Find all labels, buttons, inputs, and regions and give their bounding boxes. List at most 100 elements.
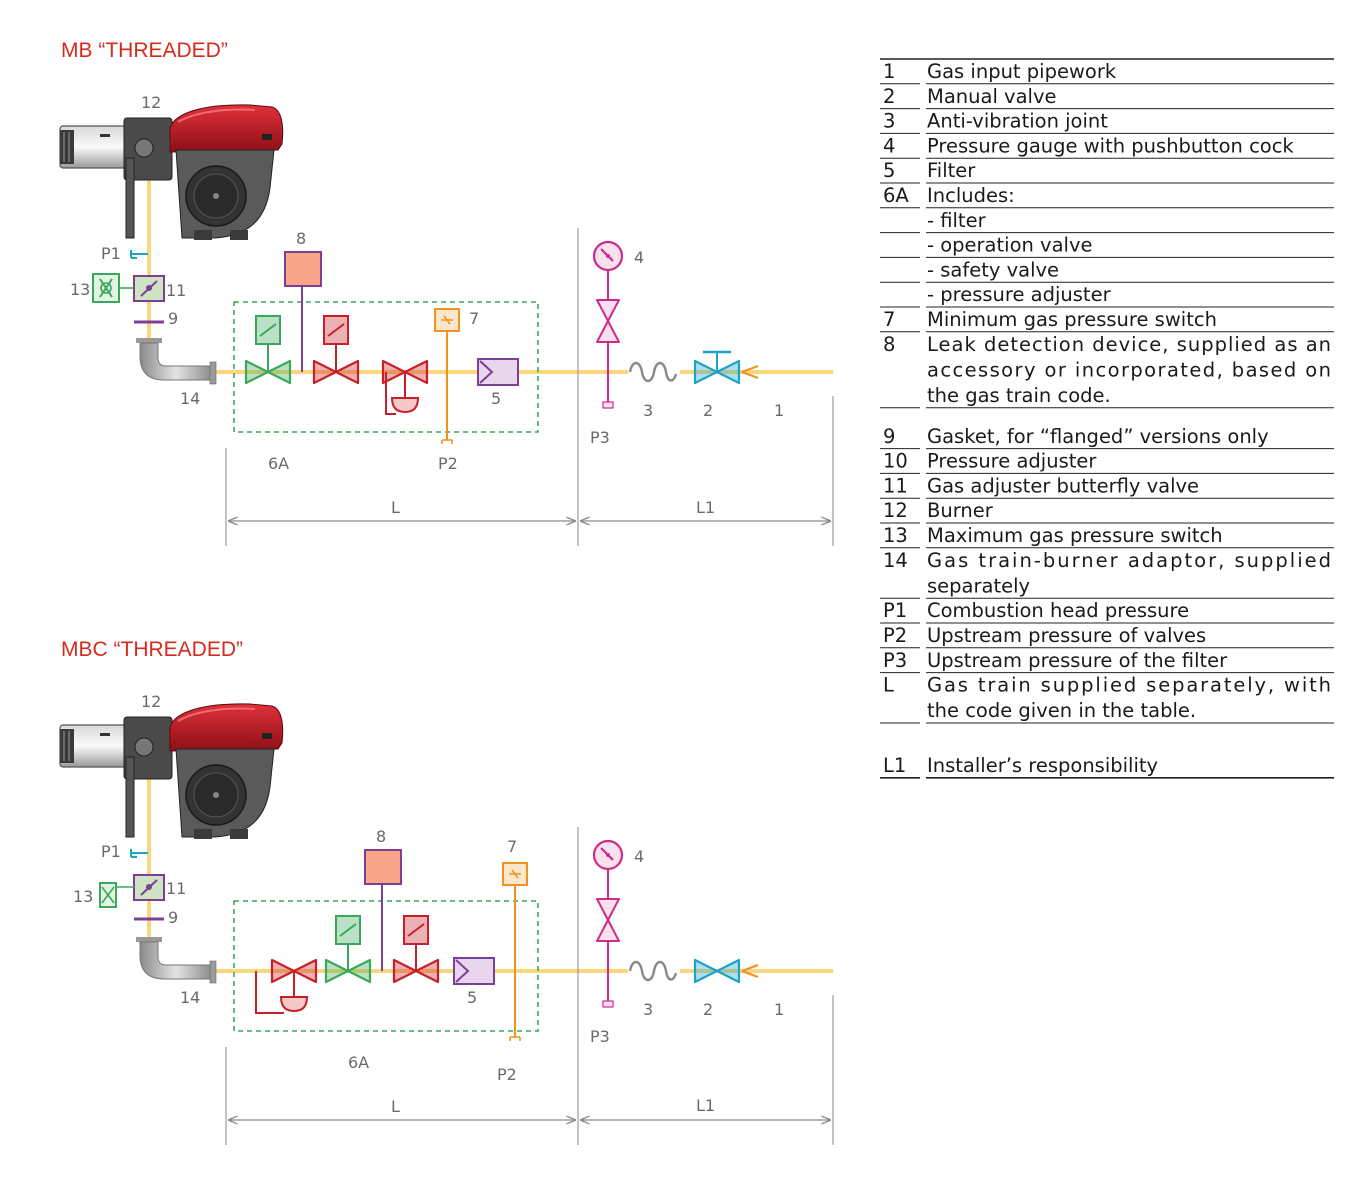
- label-11: 11: [166, 879, 186, 898]
- legend-code: 10: [883, 450, 908, 473]
- label-9: 9: [168, 908, 178, 927]
- label-l1: L1: [696, 1096, 715, 1115]
- assembly-6a-box: [233, 900, 539, 1032]
- max-pressure-switch-13: [92, 273, 120, 303]
- legend-description: - operation valve: [927, 234, 1093, 257]
- burner-12: [59, 702, 284, 840]
- label-2: 2: [703, 401, 713, 420]
- label-7: 7: [507, 837, 517, 856]
- pressure-gauge-4: [592, 839, 624, 1009]
- legend-description: - pressure adjuster: [927, 283, 1112, 306]
- flow-arrow: [741, 963, 759, 979]
- label-5: 5: [467, 988, 477, 1007]
- legend-description: Minimum gas pressure switch: [927, 308, 1217, 331]
- leak-detection-8: [284, 251, 322, 287]
- label-p2: P2: [438, 454, 458, 473]
- legend-code: 2: [883, 85, 895, 108]
- label-8: 8: [376, 827, 386, 846]
- butterfly-valve-11: [133, 275, 165, 302]
- legend-description: Anti-vibration joint: [927, 110, 1108, 133]
- legend-code: 8: [883, 333, 895, 356]
- legend-code: 6A: [883, 184, 909, 207]
- pressure-adjuster: [381, 359, 429, 415]
- legend-code: 12: [883, 499, 908, 522]
- adaptor-14: [135, 936, 217, 984]
- label-l1: L1: [696, 498, 715, 517]
- label-8: 8: [296, 229, 306, 248]
- legend-description: - filter: [927, 209, 987, 232]
- label-p3: P3: [590, 428, 610, 447]
- legend-description: separately: [927, 574, 1030, 597]
- legend-description: Pressure adjuster: [927, 450, 1097, 473]
- legend-code: P3: [883, 649, 907, 672]
- pressure-gauge-4: [592, 240, 624, 410]
- legend-description: Gas adjuster butterfly valve: [927, 474, 1199, 497]
- label-p2: P2: [497, 1065, 517, 1084]
- legend-code: 5: [883, 159, 895, 182]
- label-7: 7: [469, 309, 479, 328]
- legend-description: Gasket, for “flanged” versions only: [927, 425, 1269, 448]
- label-12: 12: [141, 692, 161, 711]
- label-p3: P3: [590, 1027, 610, 1046]
- legend-code: 9: [883, 425, 895, 448]
- min-pressure-switch-7: [502, 862, 528, 1041]
- label-11: 11: [166, 281, 186, 300]
- label-l: L: [391, 498, 400, 517]
- legend-description: Leak detection device, supplied as an: [927, 333, 1331, 356]
- legend-description: - safety valve: [927, 258, 1059, 281]
- legend-description: Gas input pipework: [927, 60, 1117, 83]
- p1-tap: [130, 250, 148, 259]
- label-l: L: [391, 1097, 400, 1116]
- safety-valve: [312, 315, 360, 385]
- diagram-mbc: MBC “THREADED”: [59, 638, 833, 1145]
- filter-5: [477, 358, 519, 386]
- legend-code: 1: [883, 60, 895, 83]
- label-12: 12: [141, 93, 161, 112]
- diagram-mb: MB “THREADED”: [59, 39, 833, 546]
- label-13: 13: [73, 887, 93, 906]
- operation-valve: [324, 915, 372, 984]
- legend-code: 7: [883, 308, 895, 331]
- legend-description: Filter: [927, 159, 976, 182]
- label-3: 3: [643, 401, 653, 420]
- legend-code: L1: [883, 754, 906, 777]
- legend-description: Combustion head pressure: [927, 599, 1189, 622]
- butterfly-valve-11: [133, 874, 165, 901]
- legend-description: Burner: [927, 499, 994, 522]
- legend-code: P2: [883, 624, 907, 647]
- legend-description: Manual valve: [927, 85, 1057, 108]
- flow-arrow: [741, 364, 759, 380]
- diagram-title: MB “THREADED”: [61, 39, 228, 62]
- legend-code: 11: [883, 474, 908, 497]
- label-9: 9: [168, 309, 178, 328]
- label-3: 3: [643, 1000, 653, 1019]
- pressure-adjuster: [255, 958, 318, 1014]
- legend-description: Gas train-burner adaptor, supplied: [927, 549, 1331, 572]
- burner-12: [59, 103, 284, 241]
- label-p1: P1: [101, 244, 121, 263]
- max-pressure-switch-13: [99, 882, 117, 908]
- diagram-title: MBC “THREADED”: [61, 638, 243, 661]
- legend-description: Installer’s responsibility: [927, 754, 1158, 777]
- label-4: 4: [634, 847, 644, 866]
- label-6a: 6A: [268, 454, 289, 473]
- legend-description: Upstream pressure of valves: [927, 624, 1206, 647]
- legend-code: 13: [883, 524, 908, 547]
- legend-description: Pressure gauge with pushbutton cock: [927, 134, 1294, 157]
- legend-code: 14: [883, 549, 908, 572]
- label-p1: P1: [101, 842, 121, 861]
- p1-tap: [130, 849, 148, 858]
- filter-5: [453, 957, 495, 985]
- dimension-lines: [226, 827, 833, 1145]
- legend-code: P1: [883, 599, 907, 622]
- legend-description: Upstream pressure of the filter: [927, 649, 1228, 672]
- legend-description: Maximum gas pressure switch: [927, 524, 1223, 547]
- label-1: 1: [774, 401, 784, 420]
- manual-valve-2: [693, 350, 741, 385]
- label-14: 14: [180, 389, 200, 408]
- legend-description: Gas train supplied separately, with: [927, 674, 1331, 697]
- operation-valve: [244, 315, 292, 385]
- label-6a: 6A: [348, 1053, 369, 1072]
